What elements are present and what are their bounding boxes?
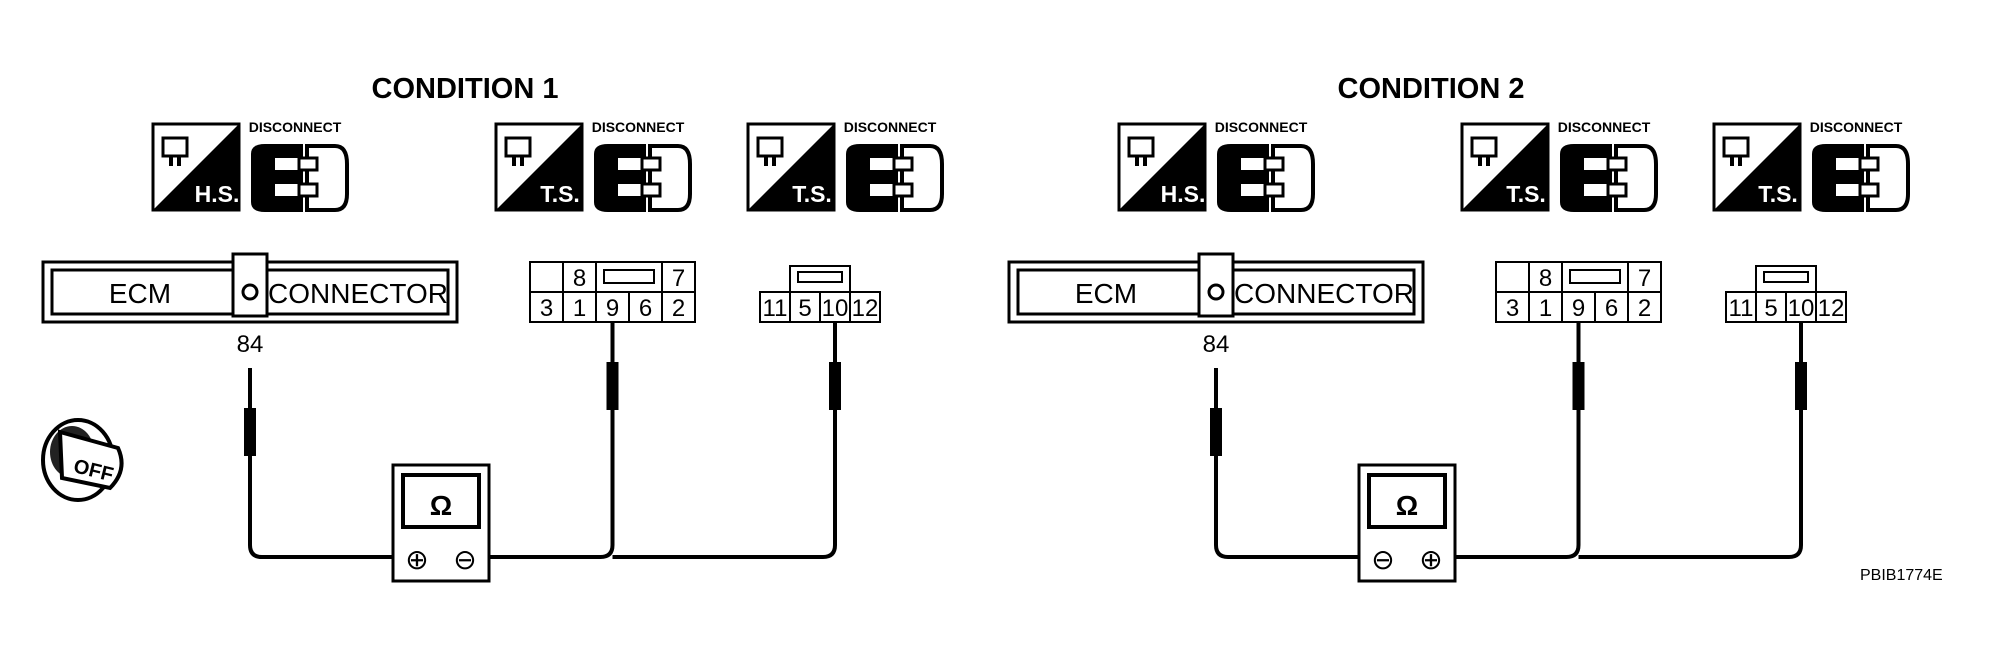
meter-left-terminal: ⊖	[1371, 544, 1394, 575]
connector-a-lock	[603, 269, 655, 284]
ecm-lock-tab	[1207, 283, 1225, 301]
ohmmeter: Ω⊕ ⊖	[391, 463, 491, 583]
icon-label: T.S.	[540, 181, 580, 207]
probe-tip	[1210, 408, 1222, 456]
ecm-lock-tab	[241, 283, 259, 301]
ecm-terminal-number: 84	[237, 331, 264, 358]
pin-label: 3	[1506, 295, 1519, 322]
connector-b-lock	[797, 271, 843, 283]
pin-label: 8	[573, 265, 586, 292]
pin-label: 6	[639, 295, 652, 322]
meter-display	[401, 473, 481, 529]
figure-code: PBIB1774E	[1860, 567, 1943, 584]
icon-label: H.S.	[195, 181, 240, 207]
meter-display	[1367, 473, 1447, 529]
meter-right-terminal: ⊖	[453, 544, 476, 575]
disconnect-label: DISCONNECT	[1215, 119, 1308, 135]
ecm-probe-lead	[1214, 368, 1383, 559]
pin-label: 11	[1729, 295, 1754, 322]
terminal-side-icon: T.S.	[1460, 122, 1550, 212]
connector-b-probe-lead	[612, 322, 837, 559]
pin-label: 8	[1539, 265, 1552, 292]
disconnect-label: DISCONNECT	[844, 119, 937, 135]
connector-a-probe-lead	[465, 322, 615, 559]
meter-left-terminal: ⊕	[405, 544, 428, 575]
pin-label: 2	[1638, 295, 1651, 322]
pin-label: 12	[852, 295, 879, 322]
disconnect-label: DISCONNECT	[1558, 119, 1651, 135]
pin-label: 9	[606, 295, 619, 322]
probe-tip	[829, 362, 841, 410]
ecm-probe-lead	[248, 368, 417, 559]
disconnect-icon: DISCONNECT	[592, 119, 692, 212]
meter-right-terminal: ⊕	[1419, 544, 1442, 575]
pin-label: 3	[540, 295, 553, 322]
ecm-label: ECM	[109, 278, 171, 309]
icon-label: T.S.	[792, 181, 832, 207]
ohm-symbol: Ω	[1396, 490, 1418, 521]
icon-label: H.S.	[1161, 181, 1206, 207]
disconnect-icon: DISCONNECT	[1215, 119, 1315, 212]
test-leads	[244, 322, 841, 559]
pin-label: 12	[1818, 295, 1845, 322]
pin-label: 9	[1572, 295, 1585, 322]
connector-b-probe-lead	[1578, 322, 1803, 559]
pin-label: 6	[1605, 295, 1618, 322]
disconnect-icon: DISCONNECT	[1810, 119, 1910, 212]
terminal-side-icon: T.S.	[746, 122, 836, 212]
condition-title: CONDITION 2	[1338, 73, 1525, 105]
ignition-key-off-icon: OFF	[41, 418, 124, 502]
connector-a-lock	[1569, 269, 1621, 284]
disconnect-icon: DISCONNECT	[844, 119, 944, 212]
pin-label: 10	[822, 295, 849, 322]
disconnect-icon: DISCONNECT	[1558, 119, 1658, 212]
pin-label: 2	[672, 295, 685, 322]
icon-label: T.S.	[1506, 181, 1546, 207]
condition-1-panel: CONDITION 1 H.S. DISCONNECT T.S. DISCONNECT T…	[41, 73, 944, 583]
connector-a-probe-lead	[1431, 322, 1581, 559]
pin-label: 7	[1638, 265, 1651, 292]
disconnect-label: DISCONNECT	[1810, 119, 1903, 135]
ecm-label: ECM	[1075, 278, 1137, 309]
terminal-side-icon: T.S.	[494, 122, 584, 212]
ecm-connector-label: CONNECTOR	[1234, 278, 1414, 309]
pin-label: 1	[573, 295, 586, 322]
disconnect-icon: DISCONNECT	[249, 119, 349, 212]
condition-2-panel: CONDITION 2 H.S. DISCONNECT T.S. DISCONNECT T…	[1007, 73, 1910, 583]
ohm-symbol: Ω	[430, 490, 452, 521]
pin-label: 7	[672, 265, 685, 292]
pin-label: 11	[763, 295, 788, 322]
test-leads	[1210, 322, 1807, 559]
connector-b-lock	[1763, 271, 1809, 283]
pin-label: 10	[1788, 295, 1815, 322]
condition-title: CONDITION 1	[372, 73, 559, 105]
disconnect-label: DISCONNECT	[249, 119, 342, 135]
ecm-connector-label: CONNECTOR	[268, 278, 448, 309]
probe-tip	[244, 408, 256, 456]
disconnect-label: DISCONNECT	[592, 119, 685, 135]
pin-label: 1	[1539, 295, 1552, 322]
pin-label: 5	[1764, 295, 1777, 322]
probe-tip	[606, 362, 619, 410]
harness-side-icon: H.S.	[151, 122, 241, 212]
probe-tip	[1795, 362, 1807, 410]
harness-side-icon: H.S.	[1117, 122, 1207, 212]
probe-tip	[1572, 362, 1585, 410]
pin-label: 5	[798, 295, 811, 322]
terminal-side-icon: T.S.	[1712, 122, 1802, 212]
ecm-terminal-number: 84	[1203, 331, 1230, 358]
icon-label: T.S.	[1758, 181, 1798, 207]
ohmmeter: Ω⊖ ⊕	[1357, 463, 1457, 583]
